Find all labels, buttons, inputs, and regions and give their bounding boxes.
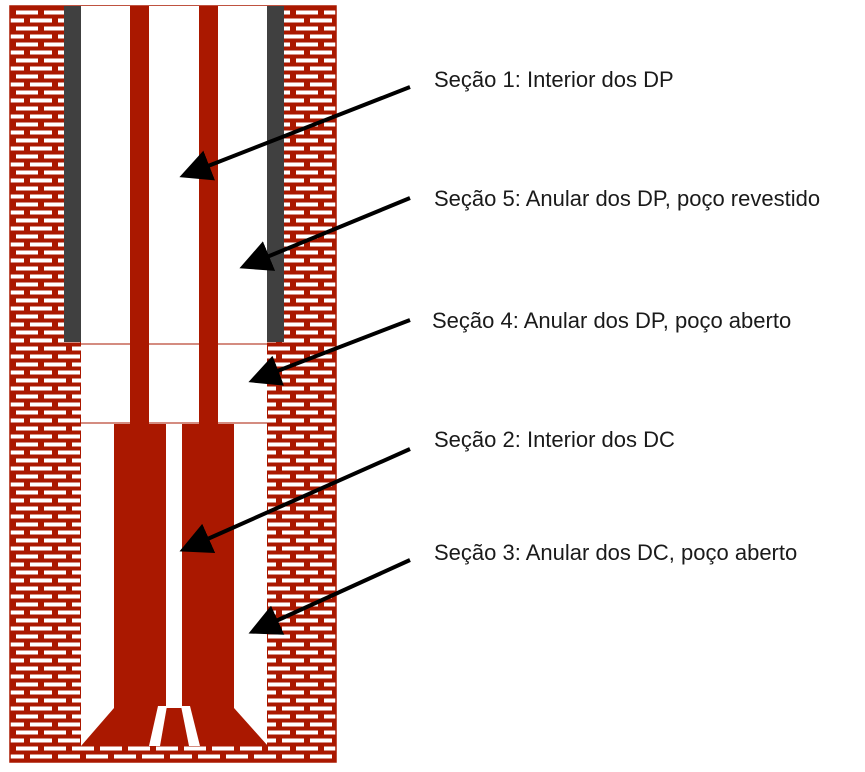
wellbore-upper [64,6,284,342]
drill-collar-right [182,424,234,712]
casing-left [64,6,81,342]
drill-collar-left [114,424,166,712]
drill-pipe-left-wall [130,6,149,424]
label-secao2: Seção 2: Interior dos DC [434,427,675,452]
label-secao4: Seção 4: Anular dos DP, poço aberto [432,308,791,333]
arrow-secao2 [179,447,411,554]
arrow-secao4 [248,318,411,386]
arrow-secao1 [179,85,411,181]
drill-bit [81,708,268,746]
bit-nozzle-left [149,706,167,746]
label-secao5: Seção 5: Anular dos DP, poço revestido [434,186,820,211]
label-secao1: Seção 1: Interior dos DP [434,67,674,92]
drill-pipe-right-wall [199,6,218,424]
label-secao3: Seção 3: Anular dos DC, poço aberto [434,540,797,565]
casing-right [267,6,284,342]
wellbore-open-hole [81,342,267,746]
arrow-secao3 [248,558,411,635]
arrow-secao5 [239,196,411,271]
bit-nozzle-right [181,706,200,746]
